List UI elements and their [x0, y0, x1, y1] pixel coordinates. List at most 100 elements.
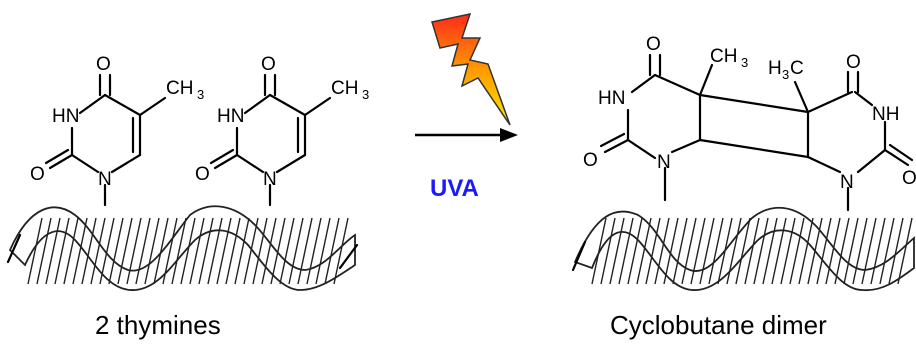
dna-hatch-line: [72, 217, 88, 285]
dna-hatch-line: [888, 217, 904, 285]
nitrogen-atom: N: [840, 172, 854, 193]
dna-hatch-line: [726, 217, 742, 285]
oxygen-atom: O: [195, 164, 210, 185]
dna-hatch-line: [618, 217, 634, 285]
dna-hatch-line: [591, 217, 607, 285]
dna-hatch-line: [771, 217, 787, 285]
imide-nh-label: HN: [217, 106, 244, 127]
dna-hatch-line: [27, 217, 43, 285]
dna-hatch-line: [627, 217, 643, 285]
dna-hatch-line: [324, 217, 340, 285]
dna-hatch-line: [699, 217, 715, 285]
dna-hatch-line: [609, 217, 625, 285]
dna-hatch-line: [654, 217, 670, 285]
oxygen-atom: O: [646, 34, 661, 55]
dna-hatch-line: [117, 217, 133, 285]
dna-hatch-line: [663, 217, 679, 285]
cyclobutane-dimer: O HN O N CH 3 H 3 C O NH O N: [583, 34, 916, 212]
dna-hatch-line: [171, 217, 187, 285]
dna-hatch-line: [297, 217, 313, 285]
dna-hatch-line: [189, 217, 205, 285]
dna-hatch-line: [288, 217, 304, 285]
dna-hatch-line: [45, 217, 61, 285]
dna-hatch-line: [135, 217, 151, 285]
dna-hatch-line: [153, 217, 169, 285]
dna-hatch-line: [843, 217, 859, 285]
dna-hatch-line: [708, 217, 724, 285]
imide-nh-label: HN: [598, 88, 625, 109]
dna-hatch-line: [108, 217, 124, 285]
dna-hatch-line: [81, 217, 97, 285]
dna-hatch-line: [717, 217, 733, 285]
right-caption: Cyclobutane dimer: [610, 310, 827, 340]
methyl-subscript: 3: [362, 87, 369, 102]
dna-hatch-line: [645, 217, 661, 285]
dna-hatch-line: [825, 217, 841, 285]
oxygen-atom: O: [846, 52, 861, 73]
methyl-left-subscript: 3: [782, 67, 789, 82]
oxygen-atom: O: [902, 168, 916, 189]
dna-hatch-line: [690, 217, 706, 285]
dna-hatch-line: [279, 217, 295, 285]
dna-hatch-line: [807, 217, 823, 285]
imide-nh-label: NH: [872, 104, 899, 125]
thymine-left: O HN O N CH 3: [30, 54, 204, 207]
dna-helix-left: [6, 205, 359, 291]
dna-hatch-line: [180, 217, 196, 285]
dna-hatch-line: [333, 217, 349, 285]
dna-hatch-line: [306, 217, 322, 285]
dna-hatch-line: [816, 217, 832, 285]
dna-hatch-line: [315, 217, 331, 285]
oxygen-atom: O: [96, 54, 111, 75]
methyl-subscript: 3: [197, 87, 204, 102]
dna-hatch-line: [90, 217, 106, 285]
dna-hatch-line: [162, 217, 178, 285]
imide-nh-label: HN: [52, 106, 79, 127]
methyl-label: CH: [710, 46, 737, 67]
dna-hatch-line: [126, 217, 142, 285]
oxygen-atom: O: [30, 164, 45, 185]
dna-hatch-line: [234, 217, 250, 285]
dna-helix-right: [571, 206, 915, 292]
dna-hatch-line: [789, 217, 805, 285]
oxygen-atom: O: [261, 54, 276, 75]
dna-hatch-line: [216, 217, 232, 285]
dna-hatch-line: [243, 217, 259, 285]
oxygen-atom: O: [583, 150, 598, 171]
methyl-subscript: 3: [741, 55, 748, 70]
methyl-label: CH: [331, 78, 358, 99]
dna-hatch-line: [681, 217, 697, 285]
dna-hatch-line: [870, 217, 886, 285]
dna-hatch-line: [672, 217, 688, 285]
lightning-bolt-icon: [431, 12, 511, 126]
dna-hatch-line: [780, 217, 796, 285]
dna-hatch-line: [762, 217, 778, 285]
methyl-label: CH: [166, 78, 193, 99]
reaction-label: UVA: [430, 175, 479, 202]
dna-hatch-line: [834, 217, 850, 285]
dna-hatch-line: [261, 217, 277, 285]
dna-hatch-line: [63, 217, 79, 285]
dna-hatch-line: [861, 217, 877, 285]
dna-hatch-line: [198, 217, 214, 285]
thymine-left-second: O HN O N CH 3: [195, 54, 369, 207]
nitrogen-atom: N: [98, 169, 112, 190]
methyl-left-c: C: [790, 58, 804, 79]
dna-hatch-line: [225, 217, 241, 285]
dna-hatch-line: [270, 217, 286, 285]
left-caption: 2 thymines: [95, 310, 221, 340]
dna-hatch-line: [600, 217, 616, 285]
dna-hatch-line: [744, 217, 760, 285]
methyl-left-h: H: [768, 58, 782, 79]
dna-hatch-line: [144, 217, 160, 285]
dna-hatch-line: [798, 217, 814, 285]
dna-hatch-line: [636, 217, 652, 285]
dna-hatch-line: [99, 217, 115, 285]
dna-hatch-line: [54, 217, 70, 285]
dna-hatch-line: [879, 217, 895, 285]
dna-hatch-line: [753, 217, 769, 285]
dna-hatch-line: [36, 217, 52, 285]
dna-hatch-line: [252, 217, 268, 285]
dna-hatch-line: [207, 217, 223, 285]
